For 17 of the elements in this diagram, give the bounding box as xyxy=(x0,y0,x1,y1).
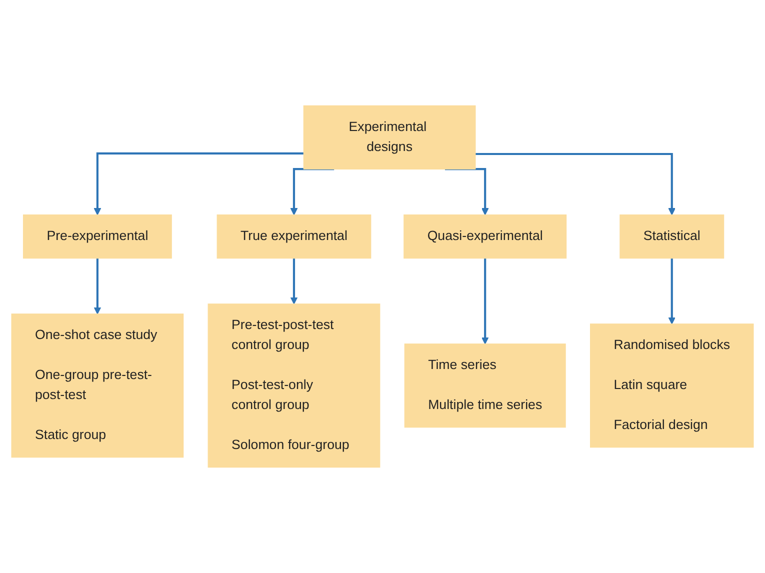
arrow xyxy=(481,257,489,344)
node-box: Pre-experimental xyxy=(22,214,172,259)
arrow xyxy=(290,257,298,304)
node-box: Randomised blocks Latin square Factorial design xyxy=(590,324,754,448)
arrow xyxy=(668,257,676,324)
arrow xyxy=(444,168,489,216)
node-box: Experimental designs xyxy=(303,105,476,170)
node-box: True experimental xyxy=(216,214,372,259)
node-box: Time series Multiple time series xyxy=(404,344,566,428)
node-box: One-shot case study One-group pre-test-post-test Static group xyxy=(11,314,184,458)
node-box: Pre-test-post-test control group Post-test-only control group Solomon four-group xyxy=(208,304,380,468)
arrow xyxy=(475,152,676,216)
node-box: Statistical xyxy=(620,214,724,259)
arrow xyxy=(290,168,334,216)
arrow xyxy=(94,257,102,314)
node-box: Quasi-experimental xyxy=(404,214,567,259)
arrow xyxy=(94,152,304,216)
